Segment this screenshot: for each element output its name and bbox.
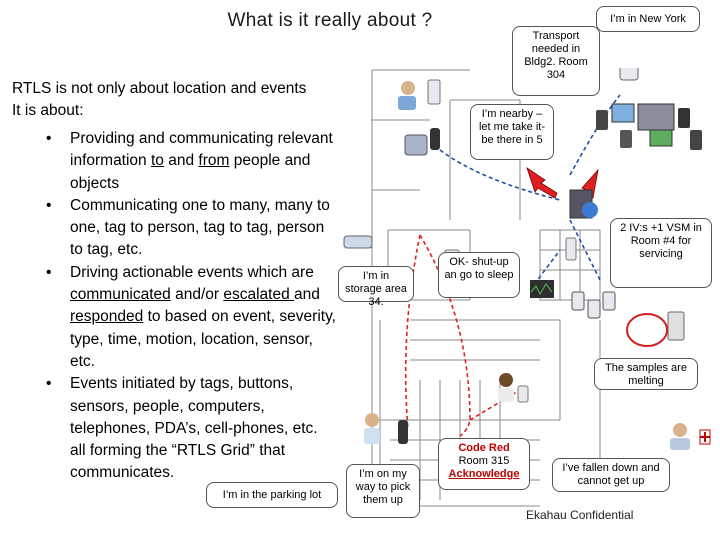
bullet-item: Events initiated by tags, buttons, senso… [44, 373, 336, 484]
fallen-down-bubble: I’ve fallen down and cannot get up [552, 458, 670, 492]
shut-up-bubble: OK- shut-up an go to sleep [438, 252, 520, 298]
nearby-bubble: I’m nearby – let me take it- be there in… [470, 104, 554, 160]
bullet-item: Providing and communicating relevant inf… [44, 128, 336, 195]
code-red-label: Code Red [458, 442, 510, 454]
bullet-text: and/or [170, 286, 224, 304]
on-my-way-bubble: I’m on my way to pick them up [346, 464, 420, 518]
intro-line-2: It is about: [12, 102, 84, 119]
bullet-text: Driving actionable events which are [70, 263, 314, 281]
bullet-text: Communicating one to many, many to one, … [70, 196, 330, 259]
bullet-item: Driving actionable events which are comm… [44, 262, 336, 373]
bullet-text: communicated [70, 286, 171, 304]
bullet-text: Events initiated by tags, buttons, senso… [70, 375, 318, 482]
bullet-text: and [294, 286, 320, 304]
bullet-item: Communicating one to many, many to one, … [44, 195, 336, 262]
bullet-text: and [163, 152, 199, 170]
bullet-text: to based on event, severity, type, time,… [70, 308, 336, 370]
iv-servicing-bubble: 2 IV:s +1 VSM in Room #4 for servicing [610, 218, 712, 288]
confidential-footer: Ekahau Confidential [526, 508, 634, 522]
code-red-bubble: Code Red Room 315 Acknowledge [438, 438, 530, 490]
parking-lot-bubble: I’m in the parking lot [206, 482, 338, 508]
new-york-bubble: I’m in New York [596, 6, 700, 32]
bullet-text: responded [70, 308, 144, 326]
code-red-room: Room 315 [458, 455, 510, 467]
bullet-text: to [150, 152, 164, 170]
samples-melting-bubble: The samples are melting [594, 358, 698, 390]
acknowledge-link[interactable]: Acknowledge [448, 468, 520, 480]
bullet-text: Providing and communicating relevant inf… [70, 130, 333, 170]
bullet-text: people and objects [70, 152, 311, 192]
bullet-text: from [198, 152, 230, 170]
bullet-text: escalated [223, 286, 295, 304]
bullet-list: Providing and communicating relevant inf… [44, 128, 336, 485]
intro-line-1: RTLS is not only about location and even… [12, 80, 307, 97]
slide-title: What is it really about ? [227, 10, 433, 31]
transport-bubble: Transport needed in Bldg2. Room 304 [512, 26, 600, 96]
storage-bubble: I’m in storage area 34. [338, 266, 414, 308]
